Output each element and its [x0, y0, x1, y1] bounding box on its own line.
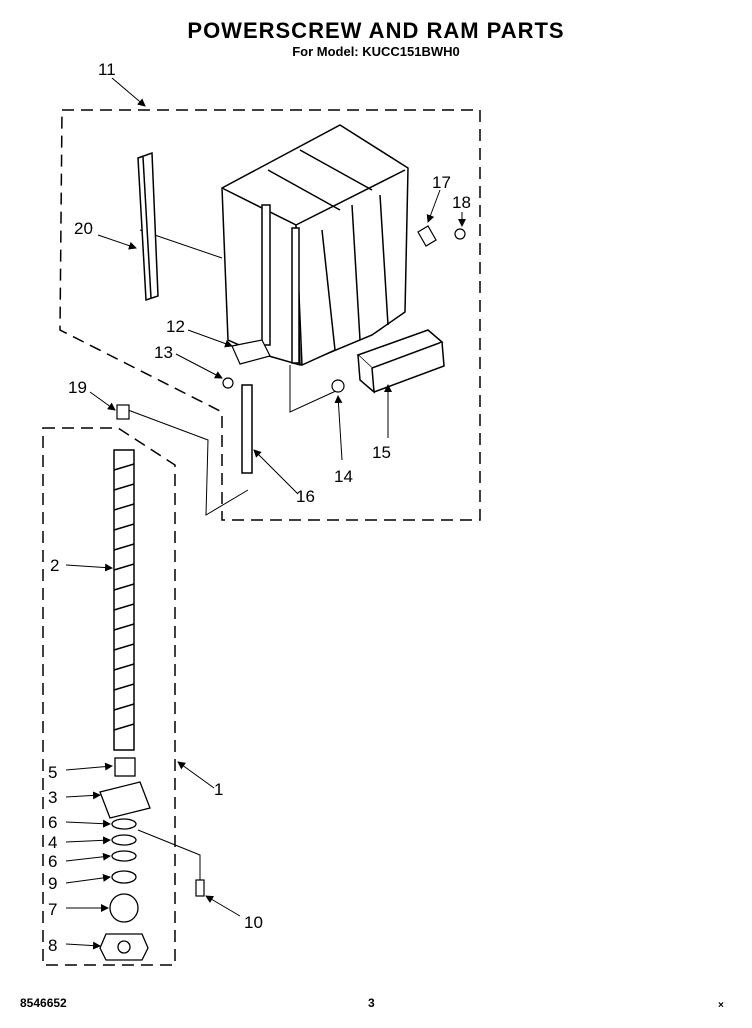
callout-15: 15 [372, 443, 391, 462]
callout-18: 18 [452, 193, 471, 212]
page-number: 3 [368, 996, 375, 1010]
assembly-1-boundary [42, 427, 176, 966]
pin-part-16 [241, 384, 253, 474]
callout-2: 2 [50, 556, 59, 575]
callout-16: 16 [296, 487, 315, 506]
callout-12: 12 [166, 317, 185, 336]
callout-20: 20 [74, 219, 93, 238]
screw-part-14 [331, 379, 345, 393]
callout-7: 7 [48, 900, 57, 919]
callout-1: 1 [214, 780, 223, 799]
bracket-part-17 [417, 225, 437, 247]
ram-guide-part-20 [137, 151, 159, 302]
leader-arrows [65, 77, 466, 950]
callout-10: 10 [244, 913, 263, 932]
callout-9: 9 [48, 874, 57, 893]
clamp-part-12 [231, 339, 271, 365]
bracket-part-15 [356, 329, 445, 394]
screw-part-10 [195, 879, 205, 897]
callout-6a: 6 [48, 813, 57, 832]
corner-mark: × [718, 1000, 724, 1011]
callout-14: 14 [334, 467, 353, 486]
cap-part-19 [116, 404, 130, 420]
callout-13: 13 [154, 343, 173, 362]
page-title: POWERSCREW AND RAM PARTS [187, 18, 565, 43]
powerscrew-part-2 [113, 449, 135, 751]
lower-hardware-stack [99, 757, 151, 961]
screw-part-18 [454, 228, 466, 240]
callout-19: 19 [68, 378, 87, 397]
callout-11: 11 [98, 60, 116, 79]
callout-6b: 6 [48, 852, 57, 871]
assembly-11-boundary [59, 109, 481, 521]
callout-8: 8 [48, 936, 57, 955]
callout-labels: 11 20 12 13 19 17 18 14 15 16 2 5 1 3 6 … [48, 60, 471, 955]
nut-part-13 [222, 377, 234, 389]
callout-5: 5 [48, 763, 57, 782]
callout-3: 3 [48, 788, 57, 807]
model-subtitle: For Model: KUCC151BWH0 [292, 44, 460, 59]
doc-number: 8546652 [20, 996, 67, 1010]
ram-box [221, 124, 409, 367]
callout-17: 17 [432, 173, 451, 192]
callout-4: 4 [48, 833, 57, 852]
